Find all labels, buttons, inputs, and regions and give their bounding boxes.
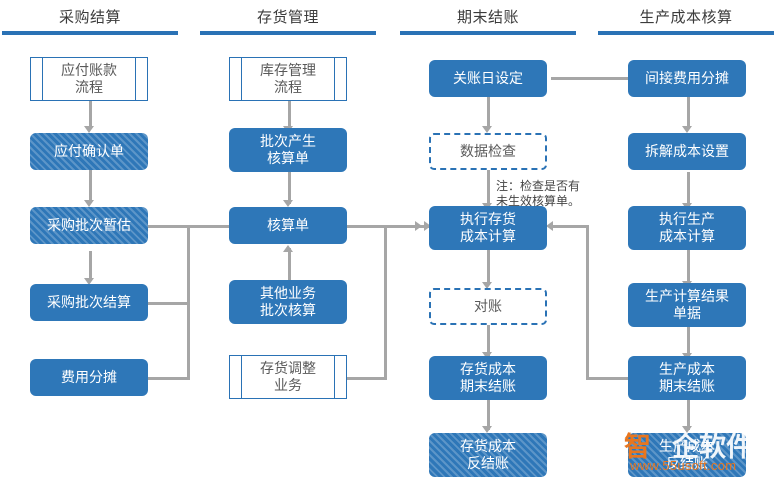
column-rule-inventory-management	[200, 31, 376, 35]
column-header-inventory-management: 存货管理	[256, 9, 319, 26]
edge-expense-right-stub	[146, 377, 190, 380]
node-split-cost-setting[interactable]: 拆解成本设置	[628, 133, 746, 170]
arrowhead-prod-feedback-to-exec-inv-cost	[546, 221, 553, 231]
arrowhead-confirm-to-estimate	[84, 200, 94, 207]
edge-batch-to-costing-sheet	[288, 172, 291, 204]
node-inventory-cost-period-closing[interactable]: 存货成本 期末结账	[429, 356, 547, 400]
edge-close-date-to-data-check	[487, 97, 490, 129]
edge-c2-bus-to-exec-inv-cost	[384, 225, 430, 228]
edge-c2-collector-bus	[384, 225, 387, 380]
column-header-production-costing: 生产成本核算	[639, 9, 733, 26]
node-production-cost-period-closing[interactable]: 生产成本 期末结账	[628, 356, 746, 400]
node-production-result-document[interactable]: 生产计算结果 单据	[628, 283, 746, 327]
arrowhead-exec-inv-cost-to-reconcile	[482, 282, 492, 289]
edge-estimate-to-settle	[89, 251, 92, 281]
arrowhead-prod-period-close-to-reverse	[682, 426, 692, 433]
edge-result-doc-to-prod-period-close	[687, 327, 690, 357]
arrowhead-payable-flow-to-confirm	[84, 126, 94, 133]
edge-prod-period-close-to-reverse	[687, 400, 690, 430]
edge-data-check-to-exec-inv-cost	[487, 170, 490, 206]
edge-estimate-right-stub	[146, 225, 198, 228]
node-costing-sheet[interactable]: 核算单	[229, 207, 347, 244]
node-expense-allocation[interactable]: 费用分摊	[30, 359, 148, 396]
edge-payable-flow-to-confirm	[89, 101, 92, 129]
node-overhead-allocation[interactable]: 间接费用分摊	[628, 60, 746, 97]
arrowhead-inv-period-close-to-reverse	[482, 426, 492, 433]
edge-prod-period-close-left-stub	[587, 377, 635, 380]
edge-prod-feedback-to-exec-inv-cost	[551, 225, 589, 228]
node-data-check[interactable]: 数据检查	[429, 133, 547, 170]
edge-prod-feedback-bus	[586, 225, 589, 380]
edge-split-cost-to-exec-prod-cost	[687, 172, 690, 206]
column-rule-period-closing	[400, 31, 576, 35]
edge-costing-sheet-right-stub	[345, 225, 387, 228]
node-payable-confirmation[interactable]: 应付确认单	[30, 133, 148, 170]
column-header-period-closing: 期末结账	[456, 9, 519, 26]
arrowhead-close-date-to-data-check	[482, 126, 492, 133]
arrowhead-other-business-to-costing-sheet	[283, 245, 293, 252]
edge-c1-bus-to-costing-sheet	[187, 225, 235, 228]
node-reconciliation[interactable]: 对账	[429, 288, 547, 325]
edge-c1-collector-bus	[187, 225, 190, 380]
arrowhead-overhead-to-split-cost	[682, 126, 692, 133]
node-production-cost-reverse-closing[interactable]: 生产成本 反结账	[628, 433, 746, 477]
node-payable-account-flow[interactable]: 应付账款 流程	[30, 57, 148, 101]
edge-reconcile-to-inv-period-close	[487, 325, 490, 357]
arrowhead-estimate-to-settle	[84, 278, 94, 285]
edge-inv-adjust-right-stub	[345, 377, 387, 380]
edge-settle-right-stub	[146, 302, 190, 305]
arrowhead-c2-bus-to-exec-inv-cost-2	[415, 221, 422, 231]
arrowhead-batch-to-costing-sheet	[283, 200, 293, 207]
arrowhead-reconcile-to-inv-period-close	[482, 352, 492, 359]
node-batch-generate-costing-sheet[interactable]: 批次产生 核算单	[229, 128, 347, 172]
column-rule-purchase-settlement	[2, 31, 178, 35]
node-execute-production-cost-calculation[interactable]: 执行生产 成本计算	[628, 206, 746, 250]
node-inventory-management-flow[interactable]: 库存管理 流程	[229, 57, 347, 101]
node-purchase-batch-estimate[interactable]: 采购批次暂估	[30, 207, 148, 244]
edge-inventory-flow-to-batch	[288, 101, 291, 129]
edge-overhead-to-split-cost	[687, 97, 690, 129]
edge-exec-inv-cost-to-reconcile	[487, 250, 490, 285]
edge-exec-prod-cost-to-result-doc	[687, 250, 690, 284]
node-other-business-batch-costing[interactable]: 其他业务 批次核算	[229, 280, 347, 324]
edge-inv-period-close-to-reverse	[487, 400, 490, 430]
node-inventory-adjustment-business[interactable]: 存货调整 业务	[229, 355, 347, 399]
arrowhead-c2-bus-to-exec-inv-cost	[424, 221, 431, 231]
node-execute-inventory-cost-calculation[interactable]: 执行存货 成本计算	[429, 206, 547, 250]
edge-other-business-to-costing-sheet	[288, 248, 291, 280]
node-inventory-cost-reverse-closing[interactable]: 存货成本 反结账	[429, 433, 547, 477]
node-purchase-batch-settlement[interactable]: 采购批次结算	[30, 284, 148, 321]
edge-close-date-to-overhead	[551, 77, 637, 80]
column-header-purchase-settlement: 采购结算	[58, 9, 121, 26]
column-rule-production-costing	[598, 31, 774, 35]
edge-confirm-to-estimate	[89, 170, 92, 203]
data-check-note: 注：检查是否有 未生效核算单。	[496, 179, 581, 208]
node-closing-date-setting[interactable]: 关账日设定	[429, 60, 547, 97]
